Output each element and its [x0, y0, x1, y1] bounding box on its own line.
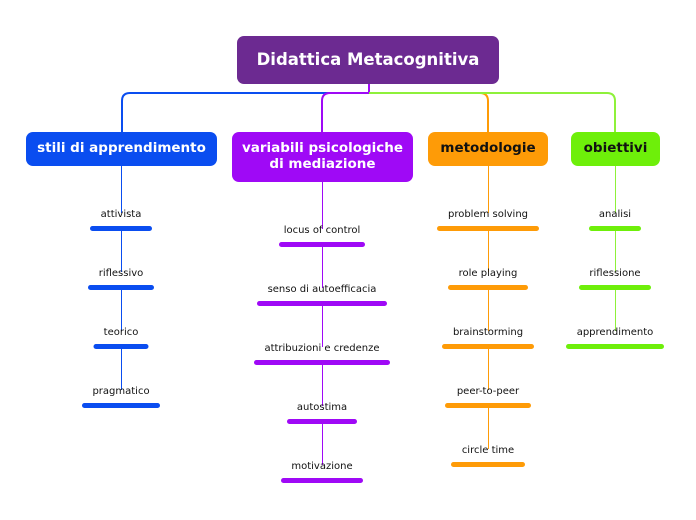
root-topic[interactable]: Didattica Metacognitiva: [237, 36, 499, 84]
leaf-stili-pragmatico[interactable]: pragmatico: [92, 386, 150, 397]
leaf-underline: [93, 344, 149, 349]
leaf-metodologie-problem-solving[interactable]: problem solving: [447, 209, 529, 220]
leaf-underline: [448, 285, 528, 290]
leaf-underline: [82, 403, 160, 408]
leaf-metodologie-brainstorming[interactable]: brainstorming: [452, 327, 524, 338]
connector-to-stili: [121, 84, 370, 132]
leaf-underline: [257, 301, 387, 306]
leaf-variabili-senso-di-autoefficacia[interactable]: senso di autoefficacia: [267, 284, 377, 295]
branch-label: obiettivi: [583, 140, 648, 157]
connector-to-variabili: [321, 84, 370, 132]
leaf-underline: [88, 285, 154, 290]
leaf-obiettivi-apprendimento[interactable]: apprendimento: [576, 327, 654, 338]
branch-stili-di-apprendimento[interactable]: stili di apprendimento: [26, 132, 217, 166]
leaf-underline: [579, 285, 651, 290]
leaf-variabili-autostima[interactable]: autostima: [296, 402, 348, 413]
leaf-stili-attivista[interactable]: attivista: [100, 209, 142, 220]
connector-to-metodologie: [369, 92, 489, 132]
leaf-underline: [279, 242, 365, 247]
leaf-stili-riflessivo[interactable]: riflessivo: [98, 268, 144, 279]
leaf-metodologie-role-playing[interactable]: role playing: [458, 268, 518, 279]
leaf-obiettivi-analisi[interactable]: analisi: [598, 209, 632, 220]
leaf-underline: [90, 226, 152, 231]
leaf-underline: [254, 360, 390, 365]
leaf-underline: [451, 462, 525, 467]
leaf-metodologie-circle-time[interactable]: circle time: [461, 445, 515, 456]
branch-label: variabili psicologiche di mediazione: [241, 140, 404, 172]
branch-label: stili di apprendimento: [37, 140, 206, 157]
leaf-stili-teorico[interactable]: teorico: [103, 327, 139, 338]
branch-obiettivi[interactable]: obiettivi: [571, 132, 660, 166]
leaf-metodologie-peer-to-peer[interactable]: peer-to-peer: [456, 386, 520, 397]
root-topic-label: Didattica Metacognitiva: [256, 49, 480, 69]
branch-metodologie[interactable]: metodologie: [428, 132, 548, 166]
leaf-variabili-attribuzioni-e-credenze[interactable]: attribuzioni e credenze: [264, 343, 380, 354]
connector-to-obiettivi: [369, 92, 616, 132]
branch-variabili-psicologiche[interactable]: variabili psicologiche di mediazione: [232, 132, 413, 182]
leaf-underline: [437, 226, 539, 231]
leaf-underline: [281, 478, 363, 483]
leaf-underline: [287, 419, 357, 424]
branch-label: metodologie: [440, 140, 536, 157]
leaf-obiettivi-riflessione[interactable]: riflessione: [589, 268, 641, 279]
leaf-variabili-motivazione[interactable]: motivazione: [291, 461, 353, 472]
leaf-underline: [445, 403, 531, 408]
leaf-underline: [566, 344, 664, 349]
leaf-variabili-locus-of-control[interactable]: locus of control: [283, 225, 361, 236]
leaf-underline: [442, 344, 534, 349]
leaf-underline: [589, 226, 641, 231]
